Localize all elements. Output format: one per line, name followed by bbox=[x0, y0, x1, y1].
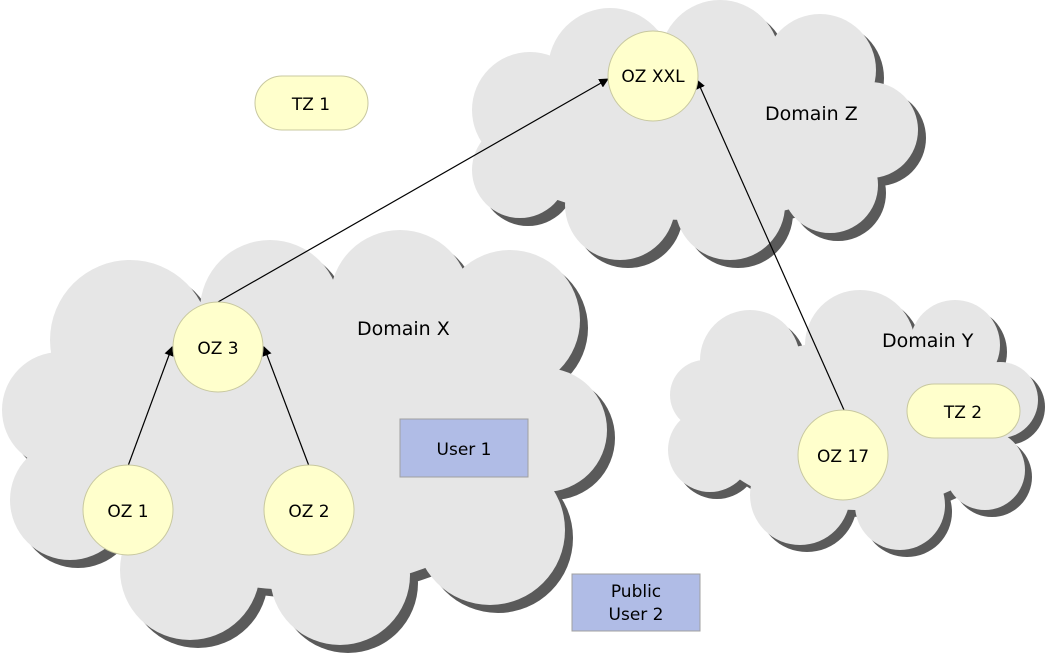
domain-z-label: Domain Z bbox=[765, 103, 858, 125]
domain-y-label: Domain Y bbox=[882, 330, 974, 352]
edge-oz1-to-oz3 bbox=[127, 346, 174, 467]
edge-oz2-to-oz3 bbox=[262, 346, 310, 467]
node-oz2-label: OZ 2 bbox=[288, 502, 329, 522]
node-tz1-label: TZ 1 bbox=[291, 95, 330, 115]
node-oz-xxl[interactable]: OZ XXL bbox=[607, 30, 699, 122]
public-user2-line2: User 2 bbox=[609, 605, 664, 625]
node-oz3[interactable]: OZ 3 bbox=[172, 301, 264, 393]
cloud-domain-y bbox=[668, 290, 1045, 557]
edge-oz17-to-ozxxl bbox=[696, 79, 845, 411]
cloud-domain-z bbox=[472, 0, 926, 268]
public-user2-box[interactable]: Public User 2 bbox=[571, 573, 701, 632]
user1-box[interactable]: User 1 bbox=[399, 418, 529, 478]
node-oz-xxl-label: OZ XXL bbox=[621, 67, 685, 87]
node-oz3-label: OZ 3 bbox=[197, 339, 238, 359]
node-tz2-label: TZ 2 bbox=[943, 403, 982, 423]
node-tz1[interactable]: TZ 1 bbox=[254, 75, 369, 131]
domain-x-label: Domain X bbox=[357, 318, 450, 340]
user1-label: User 1 bbox=[437, 440, 492, 460]
node-tz2[interactable]: TZ 2 bbox=[906, 383, 1021, 439]
node-oz1[interactable]: OZ 1 bbox=[82, 464, 174, 556]
node-oz17-label: OZ 17 bbox=[817, 447, 869, 467]
edge-oz3-to-ozxxl bbox=[217, 78, 609, 303]
node-oz2[interactable]: OZ 2 bbox=[263, 464, 355, 556]
node-oz1-label: OZ 1 bbox=[107, 502, 148, 522]
node-oz17[interactable]: OZ 17 bbox=[797, 409, 889, 501]
public-user2-line1: Public bbox=[611, 582, 661, 602]
